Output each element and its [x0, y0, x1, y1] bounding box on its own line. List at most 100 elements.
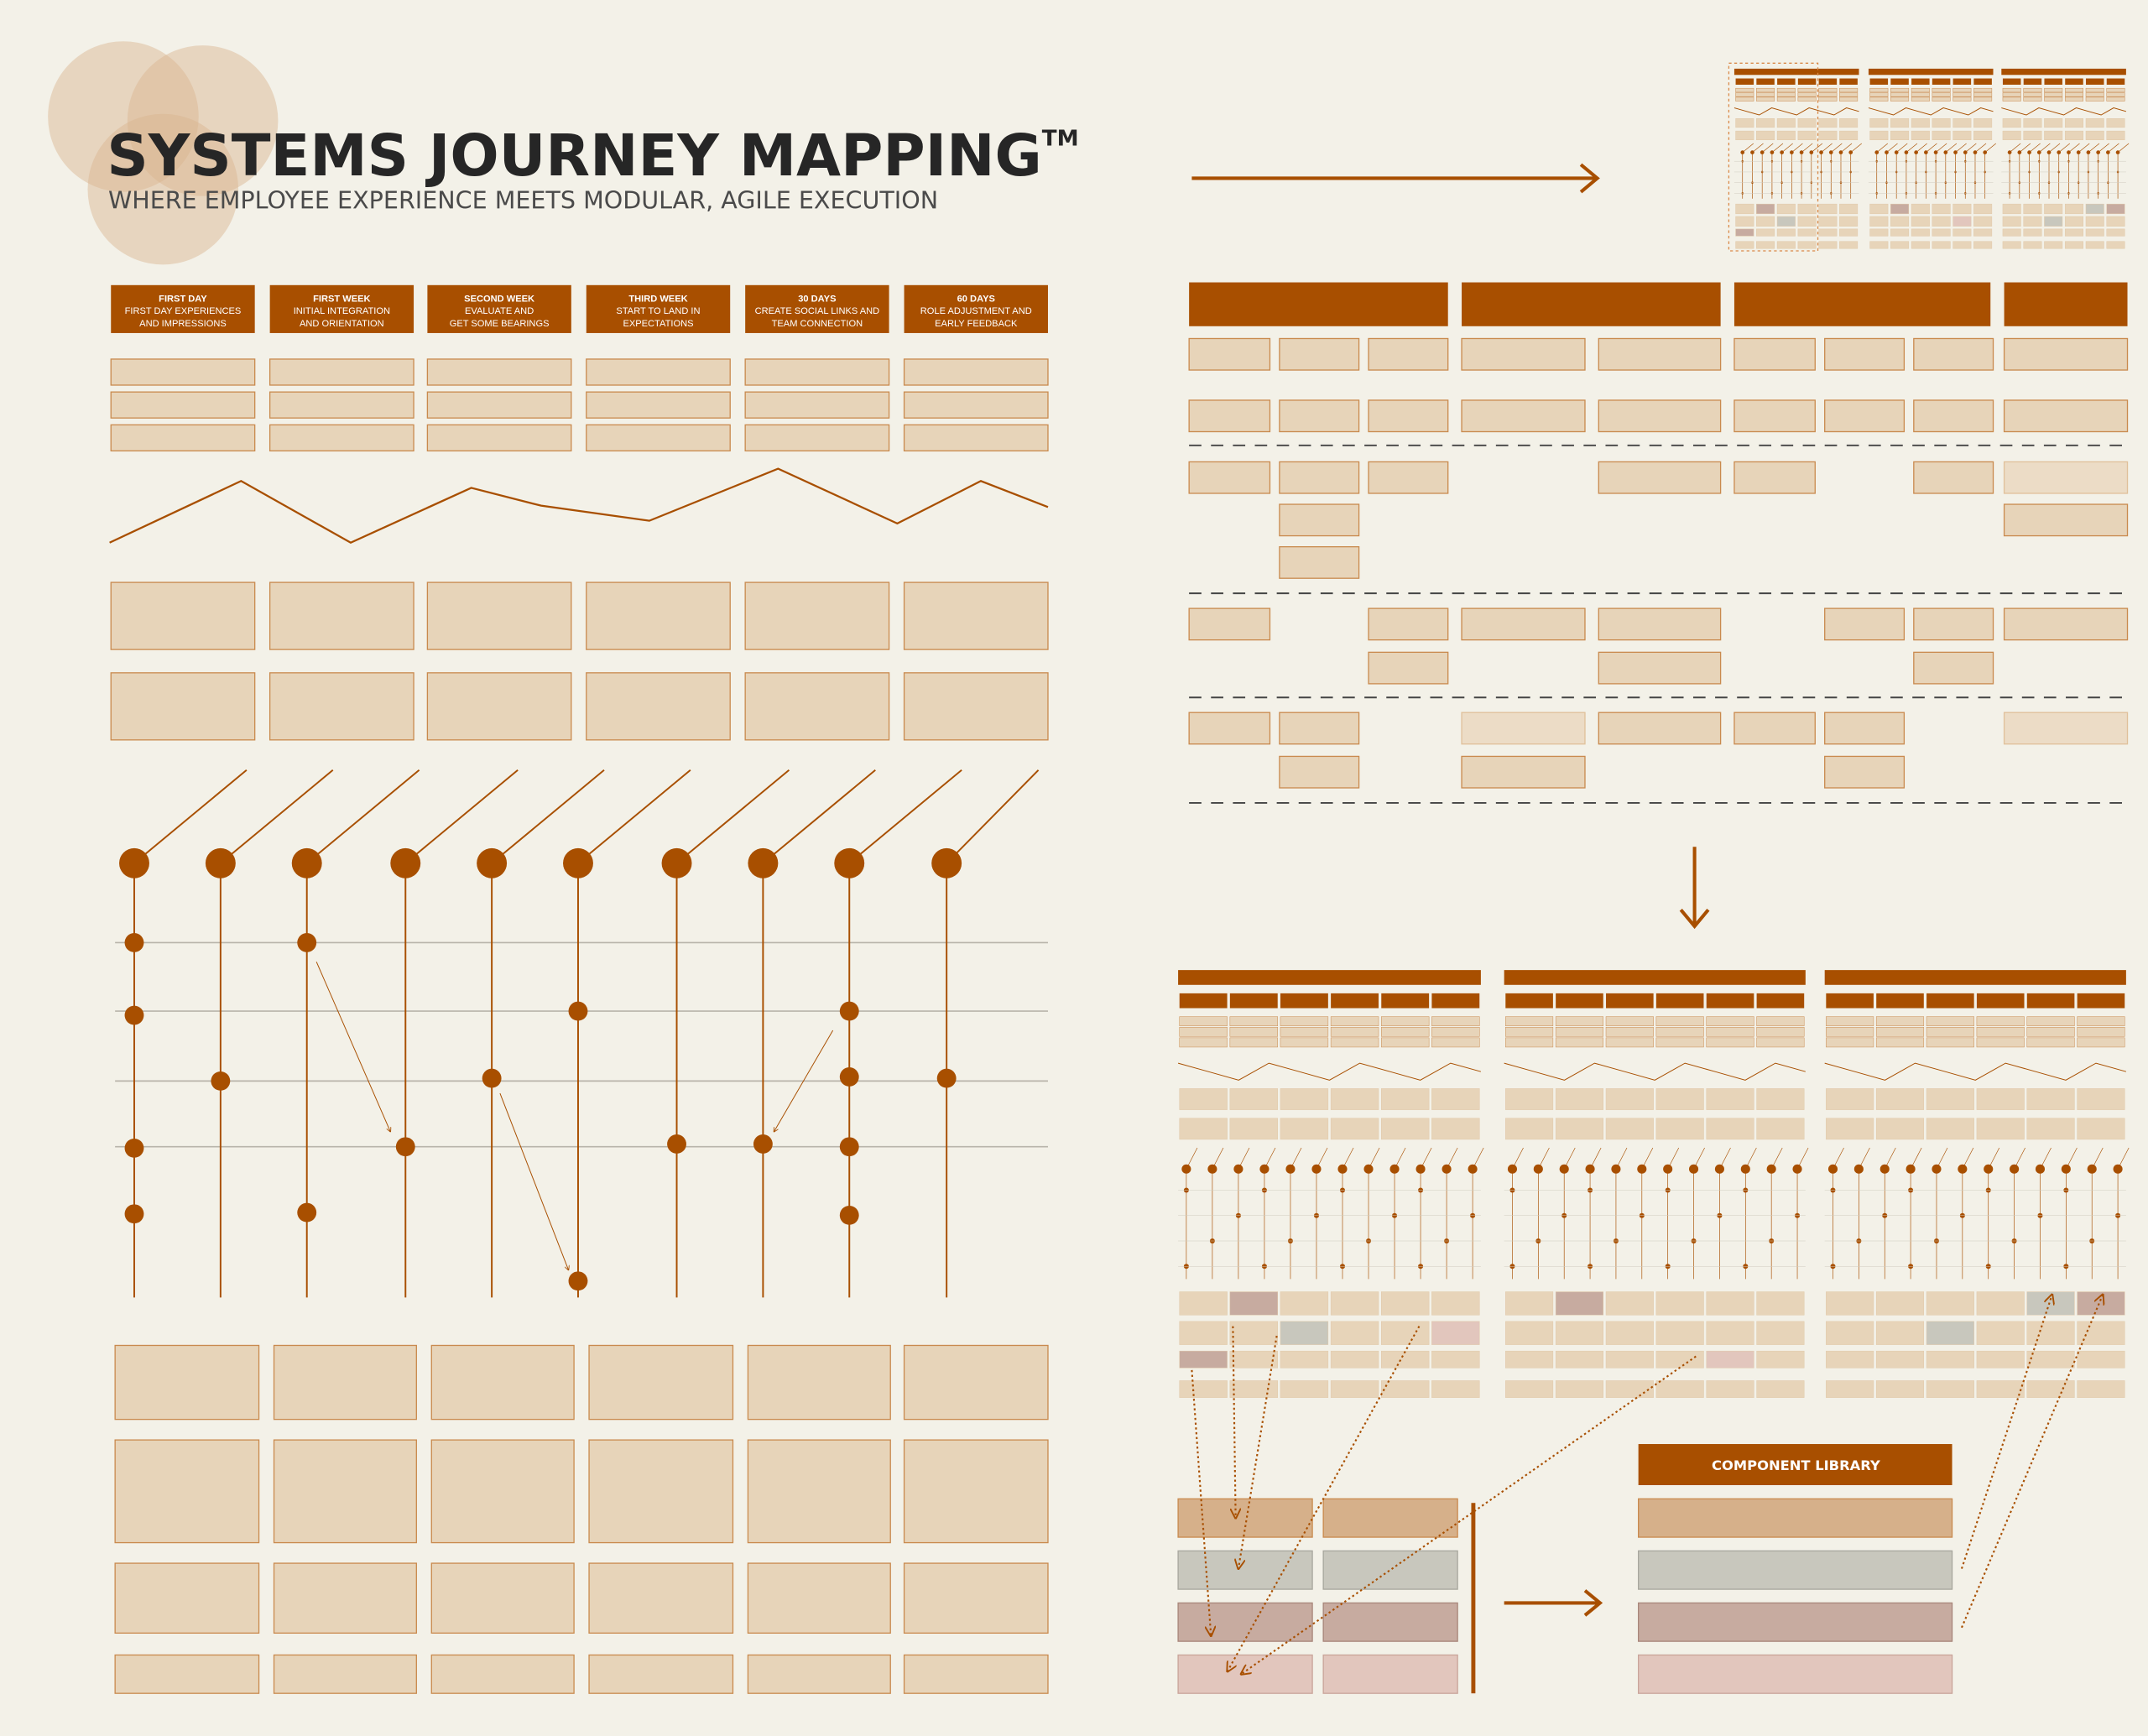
mini-node: [2061, 1164, 2071, 1174]
phase-description: TEAM CONNECTION: [772, 319, 863, 329]
mini-component: [1776, 216, 1796, 227]
mini-row: [1706, 1037, 1754, 1048]
mini-card: [1756, 118, 1775, 128]
mini-node: [2046, 150, 2052, 154]
mini-node: [1770, 150, 1775, 154]
mini-node: [1389, 1164, 1400, 1174]
mini-subheader: [2002, 78, 2021, 85]
arrow-right-head: [1583, 1589, 1603, 1617]
mini-header: [1824, 970, 2126, 985]
mini-row: [1890, 87, 1910, 93]
phase-title: 30 DAYS: [798, 294, 836, 304]
mini-subheader: [1505, 993, 1553, 1009]
mini-component: [1756, 228, 1775, 237]
mini-node: [1442, 1164, 1452, 1174]
module-card: [747, 1562, 891, 1634]
mini-component: [1932, 203, 1951, 215]
mini-node: [1468, 1164, 1478, 1174]
mini-component: [2064, 203, 2083, 215]
mini-row: [2085, 96, 2104, 102]
mini-component: [1505, 1321, 1554, 1345]
touchpoint-card: [903, 358, 1049, 386]
mini-diagonal: [2117, 143, 2130, 153]
blueprint-header: [2004, 282, 2128, 326]
blueprint-card: [1279, 545, 1360, 579]
mini-row: [1756, 87, 1775, 93]
mini-node: [1853, 1164, 1864, 1174]
stage-node: [205, 847, 236, 878]
mini-card: [2085, 118, 2104, 128]
mini-subheader: [1826, 993, 1874, 1009]
mini-row: [2023, 92, 2042, 97]
mini-component: [1706, 1291, 1754, 1316]
mini-diagonal: [1781, 143, 1793, 153]
logo-circle: [48, 41, 199, 192]
mini-component: [2085, 203, 2104, 215]
mini-diagonal: [1916, 143, 1927, 153]
mini-card: [1839, 118, 1859, 128]
module-card: [114, 1654, 260, 1694]
mini-component: [2002, 203, 2021, 215]
mini-diagonal: [1811, 143, 1823, 153]
touchpoint-node: [839, 1067, 859, 1087]
mini-row: [1756, 96, 1775, 102]
migration-arrow: [1238, 1335, 1278, 1569]
mini-row: [1280, 1026, 1329, 1037]
mini-row: [1756, 92, 1775, 97]
mini-node: [1799, 150, 1804, 154]
mini-component: [1890, 228, 1910, 237]
mini-row: [1875, 1037, 1925, 1048]
blueprint-card: [1734, 337, 1816, 371]
mini-node: [1750, 150, 1754, 154]
mini-diagonal: [2039, 143, 2051, 153]
mini-card: [1605, 1118, 1654, 1140]
mini-row: [1706, 1026, 1754, 1037]
blueprint-card: [1188, 337, 1271, 371]
touchpoint-node: [753, 1134, 773, 1154]
mini-component: [1381, 1350, 1430, 1368]
blueprint-card: [1598, 607, 1722, 641]
mini-diagonal: [2078, 143, 2090, 153]
mini-subheader: [1911, 78, 1930, 85]
mini-header: [2001, 68, 2126, 76]
mini-diagonal: [2048, 143, 2061, 153]
blueprint-card: [2003, 399, 2129, 433]
mini-card: [1926, 1118, 1974, 1140]
blueprint-card: [1279, 503, 1360, 537]
module-card: [273, 1562, 417, 1634]
mini-component: [1776, 228, 1796, 237]
mini-component: [1839, 241, 1859, 249]
mini-node: [1285, 1164, 1296, 1174]
mini-component: [1229, 1291, 1278, 1316]
phase-header: 30 DAYS CREATE SOCIAL LINKS AND TEAM CONNE…: [745, 284, 889, 333]
phase-description: CREATE SOCIAL LINKS AND: [755, 306, 880, 316]
mini-component: [2064, 241, 2083, 249]
touchpoint-card: [744, 391, 890, 419]
mini-card: [1756, 130, 1775, 140]
mini-card: [2002, 118, 2021, 128]
thumbnail-panel: [2001, 68, 2130, 249]
mini-row: [1976, 1037, 2025, 1048]
mini-component: [1431, 1350, 1480, 1368]
mini-component: [1875, 1350, 1925, 1368]
mini-card: [1890, 130, 1910, 140]
connector-diagonal: [762, 769, 876, 864]
module-card: [430, 1562, 575, 1634]
mini-component: [2002, 216, 2021, 227]
mini-row: [1839, 92, 1859, 97]
phase-title: FIRST DAY: [159, 294, 207, 304]
insight-card: [586, 581, 731, 650]
mini-diagonal: [1831, 143, 1843, 153]
separator-bar: [1471, 1503, 1476, 1694]
module-card: [273, 1344, 417, 1421]
mini-row: [1756, 1016, 1805, 1026]
mini-diagonal: [1742, 143, 1754, 153]
mini-row: [1869, 92, 1889, 97]
mini-subheader: [1876, 993, 1924, 1009]
migration-arrow: [1233, 1326, 1235, 1519]
connector-diagonal: [675, 769, 790, 864]
mini-card: [1776, 130, 1796, 140]
touchpoint-node: [839, 1137, 859, 1157]
stage-node: [834, 847, 865, 878]
